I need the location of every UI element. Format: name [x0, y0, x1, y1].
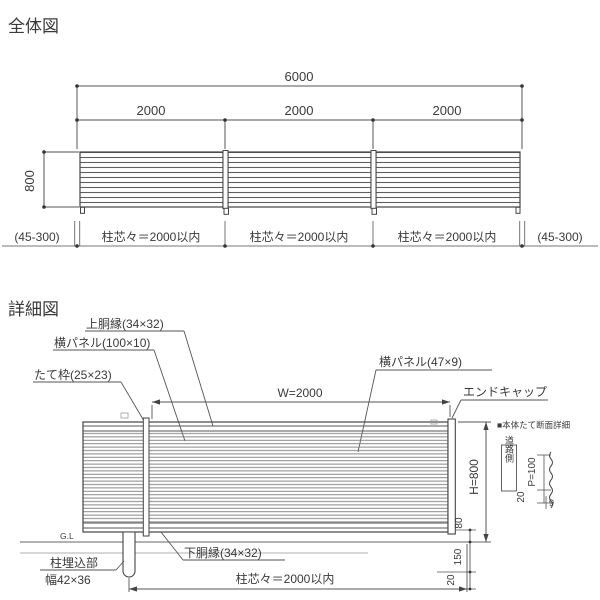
label-vertical-frame: たて枠(25×23)	[34, 368, 112, 382]
fence-panel	[375, 151, 521, 208]
dim-dot	[520, 84, 524, 88]
fence-panel	[79, 151, 224, 208]
dimension-post-pitch-detail	[128, 544, 468, 592]
vertical-frame-member	[142, 417, 150, 537]
dim-span-3: 2000	[433, 103, 462, 118]
road-side-text: 道路側	[504, 434, 514, 462]
dimension-chain-right	[437, 421, 491, 591]
label-panel-small: 横パネル(47×9)	[379, 355, 462, 369]
label-post-embed-size: 幅42×36	[45, 572, 91, 587]
post-foot	[80, 206, 85, 214]
dim-post-pitch-text: 柱芯々＝2000以内	[236, 571, 335, 586]
dim-dot	[223, 118, 227, 122]
section-detail: ■本体たて断面詳細 道路側 P=100 20 9	[497, 420, 570, 509]
dimension-spans	[77, 119, 522, 149]
dim-dot	[42, 205, 46, 209]
offset-right-text: (45-300)	[537, 230, 582, 244]
ground-lines	[20, 541, 491, 554]
dim-under-post-text: 20	[446, 574, 457, 586]
dim-pitch-text: P=100	[527, 457, 538, 487]
dim-span-2: 2000	[285, 103, 314, 118]
dim-height-detail-text: H=800	[467, 459, 481, 495]
dimension-total-width	[76, 85, 523, 149]
dim-dot	[75, 118, 79, 122]
fence-post	[222, 150, 229, 209]
section-note: ■本体たて断面詳細	[497, 420, 570, 430]
panel-slats	[83, 431, 448, 523]
dim-dot	[520, 118, 524, 122]
tiny-annotation-mark	[430, 419, 438, 425]
embedded-post	[122, 531, 136, 578]
post-pitch-label-2: 柱芯々＝2000以内	[250, 229, 349, 244]
dim-dot	[75, 84, 79, 88]
fence-post	[370, 150, 377, 209]
dim-9-text: 9	[549, 498, 554, 508]
tiny-annotation-mark	[120, 412, 129, 419]
detail-panel	[82, 412, 456, 537]
dimension-width-detail	[151, 399, 451, 419]
pitch-annotation-row	[2, 221, 598, 248]
post-foot	[371, 207, 377, 215]
post-foot	[515, 206, 521, 214]
lower-callout-leaders	[40, 531, 285, 571]
overall-view: 全体図 6000 2000 2000 2000	[2, 17, 598, 248]
fence-panel	[227, 151, 372, 208]
overall-view-title: 全体図	[8, 17, 59, 36]
label-ground-line: G.L	[60, 531, 74, 541]
label-post-embed: 柱埋込部	[50, 555, 98, 570]
dim-dot	[371, 118, 375, 122]
label-panel-large: 横パネル(100×10)	[54, 336, 150, 350]
dim-total-width-text: 6000	[285, 69, 314, 84]
post-pitch-label-1: 柱芯々＝2000以内	[102, 229, 201, 244]
end-cap	[447, 418, 456, 535]
label-upper-rail: 上胴縁(34×32)	[86, 316, 164, 331]
fence-elevation	[79, 150, 521, 215]
label-lower-rail: 下胴縁(34×32)	[184, 545, 262, 560]
post-foot	[223, 207, 229, 215]
detail-view: 詳細図 上胴縁(34×32) 横パネル(100×10) たて枠(25×23) 横…	[8, 300, 570, 592]
detail-view-title: 詳細図	[8, 300, 59, 319]
slat-profile-squiggle	[549, 451, 553, 509]
dim-20-text: 20	[516, 491, 527, 503]
dimension-height	[43, 151, 79, 208]
dim-span-1: 2000	[137, 103, 166, 118]
post-pitch-label-3: 柱芯々＝2000以内	[398, 229, 497, 244]
road-side-box	[501, 444, 517, 492]
dim-height-text: 800	[22, 170, 37, 192]
offset-left-text: (45-300)	[14, 230, 59, 244]
dim-dot	[42, 150, 46, 154]
dim-width-text: W=2000	[277, 386, 322, 400]
dim-embed-text: 150	[453, 548, 464, 565]
dim-clearance-text: 80	[454, 517, 465, 529]
label-end-cap: エンドキャップ	[463, 385, 547, 399]
